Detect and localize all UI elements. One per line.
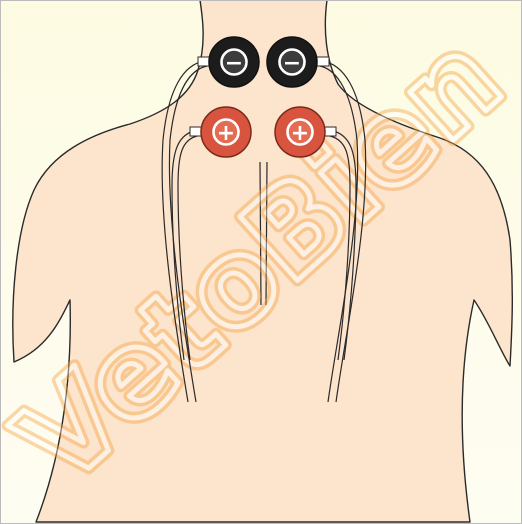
positive-sign-icon: + [217,121,235,146]
negative-sign-icon: − [283,51,301,76]
negative-sign-icon: − [225,51,243,76]
positive-sign-icon: + [291,121,309,146]
